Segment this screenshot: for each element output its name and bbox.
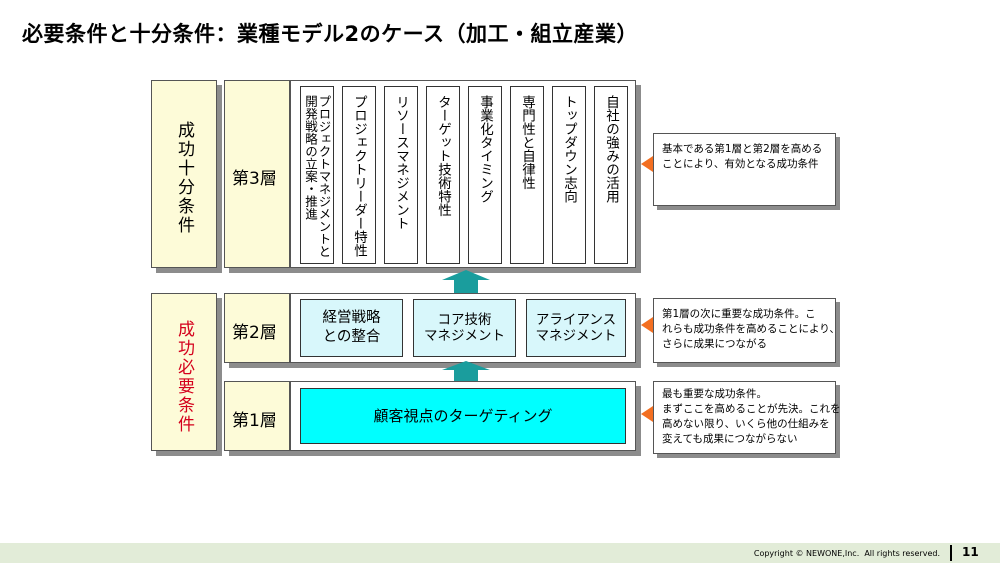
layer1-note: 最も重要な成功条件。 まずここを高めることが先決。これを 高めない限り、いくら他… — [653, 381, 841, 454]
layer2-note-text: 第1層の次に重要な成功条件。こ れらも成功条件を高めることにより、 さらに成果に… — [662, 308, 840, 350]
pointer-triangle-icon — [641, 406, 653, 422]
page-title: 必要条件と十分条件：業種モデル2のケース（加工・組立産業） — [22, 22, 639, 46]
layer2-box-strategy: 経営戦略 との整合 — [300, 299, 403, 357]
layer1-box-customer-targeting: 顧客視点のターゲティング — [300, 388, 626, 444]
layer3-column-text: 事業化タイミング — [477, 95, 493, 203]
sufficient-condition-label: 成功十分条件 — [174, 121, 194, 235]
layer1-note-text: 最も重要な成功条件。 まずここを高めることが先決。これを 高めない限り、いくら他… — [662, 388, 841, 445]
layer3-column: 事業化タイミング — [468, 86, 502, 264]
layer2-label: 第2層 — [232, 323, 277, 343]
layer2-note: 第1層の次に重要な成功条件。こ れらも成功条件を高めることにより、 さらに成果に… — [653, 298, 840, 363]
layer3-column: リソースマネジメント — [384, 86, 418, 264]
layer3-column-text: プロジェクトリーダー特性 — [351, 95, 367, 257]
layer3-column-text: 自社の強みの活用 — [603, 95, 619, 203]
layer1-label: 第1層 — [232, 411, 277, 431]
page-number: 11 — [962, 545, 979, 559]
up-arrow-icon — [442, 361, 490, 383]
copyright-text: Copyright © NEWONE,Inc. All rights reser… — [753, 549, 940, 558]
layer3-column: プロジェクトリーダー特性 — [342, 86, 376, 264]
layer3-label-box: 第3層 — [224, 80, 290, 268]
layer2-label-box: 第2層 — [224, 293, 290, 363]
layer3-note: 基本である第1層と第2層を高める ことにより、有効となる成功条件 — [653, 133, 836, 206]
necessary-condition-box: 成功必要条件 — [151, 293, 217, 451]
pointer-triangle-icon — [641, 317, 653, 333]
layer3-column: ターゲット技術特性 — [426, 86, 460, 264]
layer3-column: プロジェクトマネジメントと 開発戦略の立案・推進 — [300, 86, 334, 264]
page-number-separator — [950, 545, 952, 561]
layer3-column: トップダウン志向 — [552, 86, 586, 264]
up-arrow-icon — [442, 270, 490, 294]
layer3-column-text: トップダウン志向 — [561, 95, 577, 203]
layer3-note-text: 基本である第1層と第2層を高める ことにより、有効となる成功条件 — [662, 143, 823, 170]
layer3-column: 自社の強みの活用 — [594, 86, 628, 264]
pointer-triangle-icon — [641, 156, 653, 172]
layer1-label-box: 第1層 — [224, 381, 290, 451]
layer2-box-alliance: アライアンス マネジメント — [526, 299, 626, 357]
layer3-label: 第3層 — [232, 169, 277, 189]
necessary-condition-label: 成功必要条件 — [174, 320, 194, 434]
layer3-column-text: 専門性と自律性 — [519, 95, 535, 190]
layer3-column-text: ターゲット技術特性 — [435, 95, 451, 217]
layer2-box-core-tech: コア技術 マネジメント — [413, 299, 516, 357]
footer-bar — [0, 543, 1000, 563]
layer3-column-text: リソースマネジメント — [393, 95, 409, 230]
layer3-column-text: プロジェクトマネジメントと 開発戦略の立案・推進 — [303, 95, 332, 258]
sufficient-condition-box: 成功十分条件 — [151, 80, 217, 268]
layer3-column: 専門性と自律性 — [510, 86, 544, 264]
